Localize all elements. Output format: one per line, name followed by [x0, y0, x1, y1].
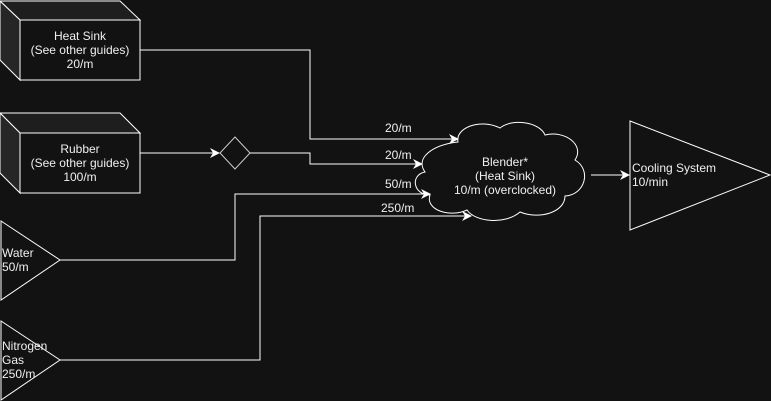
rubber-label: Rubber (See other guides) 100/m [20, 142, 140, 184]
blender-cloud[interactable] [415, 121, 585, 221]
heat-sink-rate: 20/m [66, 57, 94, 71]
blender-name: Blender* [481, 155, 529, 169]
rubber-rate: 100/m [63, 170, 97, 184]
water-label: Water 50/m [2, 246, 34, 274]
blender-label: Blender* (Heat Sink) 10/m (overclocked) [440, 155, 570, 197]
edge-label-nitrogen: 250/m [381, 201, 415, 215]
blender-type: (Heat Sink) [474, 169, 536, 183]
cooling-triangle[interactable] [629, 120, 771, 231]
cooling-label: Cooling System 10/min [632, 161, 716, 189]
edge-heat-sink[interactable] [140, 49, 459, 144]
water-triangle[interactable] [0, 220, 61, 301]
blender-rate: 10/m (overclocked) [453, 183, 557, 197]
edge-label-heat-sink: 20/m [385, 121, 412, 135]
rubber-cube[interactable] [0, 112, 142, 195]
edge-water[interactable] [60, 189, 431, 261]
edge-label-merge: 20/m [385, 148, 412, 162]
nitrogen-label: Nitrogen Gas 250/m [2, 339, 47, 381]
cooling-rate: 10/min [632, 175, 669, 189]
water-name: Water [2, 246, 34, 260]
edge-nitrogen[interactable] [60, 211, 472, 361]
rubber-name: Rubber [60, 142, 100, 156]
nitrogen-name-2: Gas [2, 353, 25, 367]
nitrogen-triangle[interactable] [0, 320, 61, 401]
merge-diamond[interactable] [219, 136, 251, 170]
heat-sink-label: Heat Sink (See other guides) 20/m [20, 29, 140, 71]
heat-sink-name: Heat Sink [53, 29, 107, 43]
water-rate: 50/m [2, 260, 29, 274]
rubber-note: (See other guides) [30, 156, 130, 170]
cooling-name: Cooling System [632, 161, 717, 175]
nitrogen-name: Nitrogen [2, 339, 48, 353]
heat-sink-note: (See other guides) [30, 43, 130, 57]
nitrogen-rate: 250/m [2, 367, 36, 381]
edge-merge[interactable] [250, 152, 423, 169]
heat-sink-cube[interactable] [0, 0, 142, 82]
edge-label-water: 50/m [385, 177, 412, 191]
